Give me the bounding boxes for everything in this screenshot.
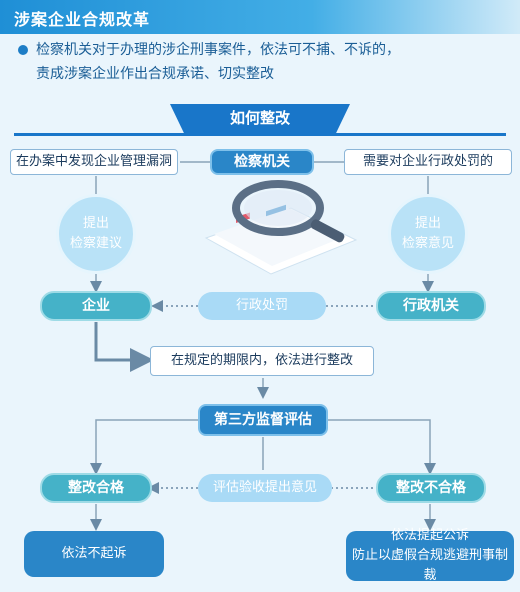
node-no-prosecution: 依法不起诉 <box>24 531 164 577</box>
node-acceptance-review: 评估验收提出意见 <box>198 474 332 502</box>
magnifier-document-icon <box>204 180 358 275</box>
intro-line-2: 责成涉案企业作出合规承诺、切实整改 <box>36 66 274 82</box>
page-title: 涉案企业合规改革 <box>14 10 151 29</box>
node-procuratorate: 检察机关 <box>210 149 314 175</box>
node-admin-agency: 行政机关 <box>376 291 486 321</box>
node-admin-penalty: 行政处罚 <box>198 292 326 320</box>
section-banner: 如何整改 <box>170 104 350 134</box>
banner-underline <box>14 133 506 136</box>
propose-opinion-line-2: 检察意见 <box>401 236 454 251</box>
node-admin-penalty-needed: 需要对企业行政处罚的 <box>344 149 512 175</box>
prosecute-line-2: 防止以虚假合规逃避刑事制裁 <box>351 548 508 583</box>
node-enterprise: 企业 <box>40 291 152 321</box>
propose-suggestion-line-1: 提出 <box>82 216 109 231</box>
node-propose-suggestion: 提出 检察建议 <box>56 194 136 274</box>
node-rectify-pass: 整改合格 <box>40 473 152 503</box>
node-prosecute: 依法提起公诉 防止以虚假合规逃避刑事制裁 <box>346 528 514 583</box>
propose-suggestion-line-2: 检察建议 <box>69 236 122 251</box>
node-discover-loophole: 在办案中发现企业管理漏洞 <box>10 149 178 175</box>
intro-text: 检察机关对于办理的涉企刑事案件，依法可不捕、不诉的， 责成涉案企业作出合规承诺、… <box>36 38 506 86</box>
node-propose-opinion: 提出 检察意见 <box>388 194 468 274</box>
intro-line-1: 检察机关对于办理的涉企刑事案件，依法可不捕、不诉的， <box>36 42 400 58</box>
bullet-icon <box>18 45 28 55</box>
node-rectify-deadline: 在规定的期限内，依法进行整改 <box>150 346 374 376</box>
node-rectify-fail: 整改不合格 <box>376 473 486 503</box>
node-third-party-evaluation: 第三方监督评估 <box>198 404 328 436</box>
prosecute-line-1: 依法提起公诉 <box>390 528 469 543</box>
header-bar: 涉案企业合规改革 <box>0 0 520 34</box>
propose-opinion-line-1: 提出 <box>414 216 441 231</box>
